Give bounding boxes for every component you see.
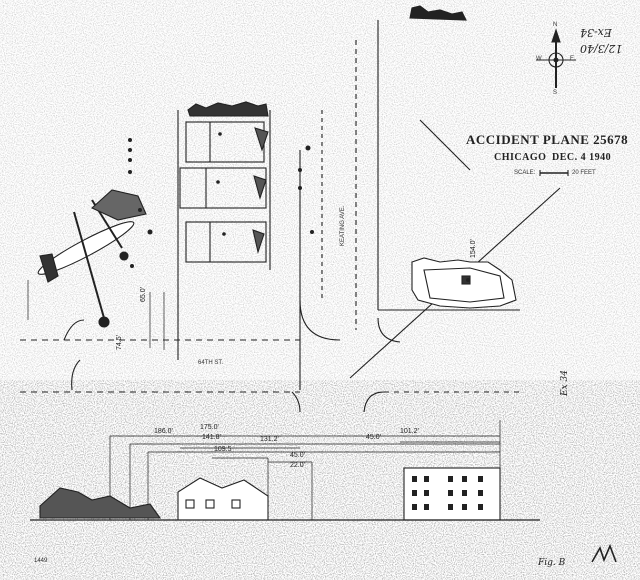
dimension-45a: 45.0'	[290, 452, 305, 459]
dimension-101: 101.2'	[400, 428, 419, 435]
corner-curb-left-2	[63, 319, 85, 341]
airplane-wing-left	[73, 211, 105, 319]
dimension-109: 109.5	[214, 446, 232, 453]
house-3	[185, 221, 267, 263]
paper-grain-bottom	[0, 380, 640, 580]
diagram-title: ACCIDENT PLANE 25678	[466, 132, 629, 147]
corner-curb-nw	[299, 299, 341, 341]
elevation-house-window-2	[205, 499, 215, 509]
flight-path-tick	[419, 119, 471, 171]
elevation-wreck	[39, 487, 162, 519]
scale-value: 20 FEET	[572, 170, 596, 176]
porch-3	[252, 229, 265, 255]
porch-1	[254, 127, 269, 152]
elevation-house-window-3	[231, 499, 241, 509]
dimension-186: 186.0'	[154, 428, 173, 435]
corner-curb-ne	[377, 317, 401, 343]
figure-label: Fig. B	[538, 558, 566, 568]
compass-e: E	[570, 56, 575, 62]
diagram-date: DEC. 4 1940	[552, 152, 612, 163]
dimension-131: 131.2'	[260, 436, 279, 443]
scale-label: SCALE:	[514, 170, 536, 176]
street-label-keating: KEATING AVE.	[340, 205, 346, 246]
dimension-154: 154.0'	[470, 239, 477, 258]
street-label-64th: 64TH ST.	[198, 360, 224, 366]
porch-2	[253, 175, 267, 200]
corner-curb-left	[71, 359, 81, 391]
building-top-outline	[409, 5, 467, 21]
corner-curb-sw	[291, 391, 301, 413]
airplane-wreck-wing	[91, 189, 147, 221]
elevation-view	[30, 467, 540, 521]
building-right-inner	[423, 267, 505, 303]
diagram-location: CHICAGO	[494, 152, 547, 163]
initials-mark	[591, 543, 617, 563]
elevation-house-window-1	[185, 499, 195, 509]
debris-marks	[128, 132, 470, 282]
corner-curb-se	[363, 391, 385, 413]
airplane-tail	[39, 253, 59, 283]
elevation-houses	[177, 477, 269, 521]
handwritten-exhibit-note: Ex-34	[580, 26, 612, 39]
elevation-apartment-windows	[412, 476, 483, 510]
dimension-74: 74.5'	[116, 335, 123, 350]
handwritten-margin-note: Ex 34	[559, 370, 570, 396]
airplane-figure	[37, 189, 147, 328]
airplane-prop-hub	[119, 251, 129, 261]
compass-n: N	[553, 22, 558, 28]
dimension-175: 175.0'	[200, 424, 219, 431]
dimension-45b: 45.0'	[366, 434, 381, 441]
dimension-65: 65.0'	[140, 287, 147, 302]
house-2	[179, 167, 267, 209]
compass-north-arrow	[551, 28, 561, 43]
airplane-wheel	[98, 316, 110, 328]
building-outline-top	[187, 101, 269, 117]
compass-w: W	[536, 56, 542, 62]
dimension-141: 141.8'	[202, 434, 221, 441]
compass-s: S	[553, 90, 558, 96]
dimension-22: 22.0'	[290, 462, 305, 469]
handwritten-date-note: 12/3/40	[580, 42, 623, 55]
sheet-number: 1449	[34, 558, 48, 564]
